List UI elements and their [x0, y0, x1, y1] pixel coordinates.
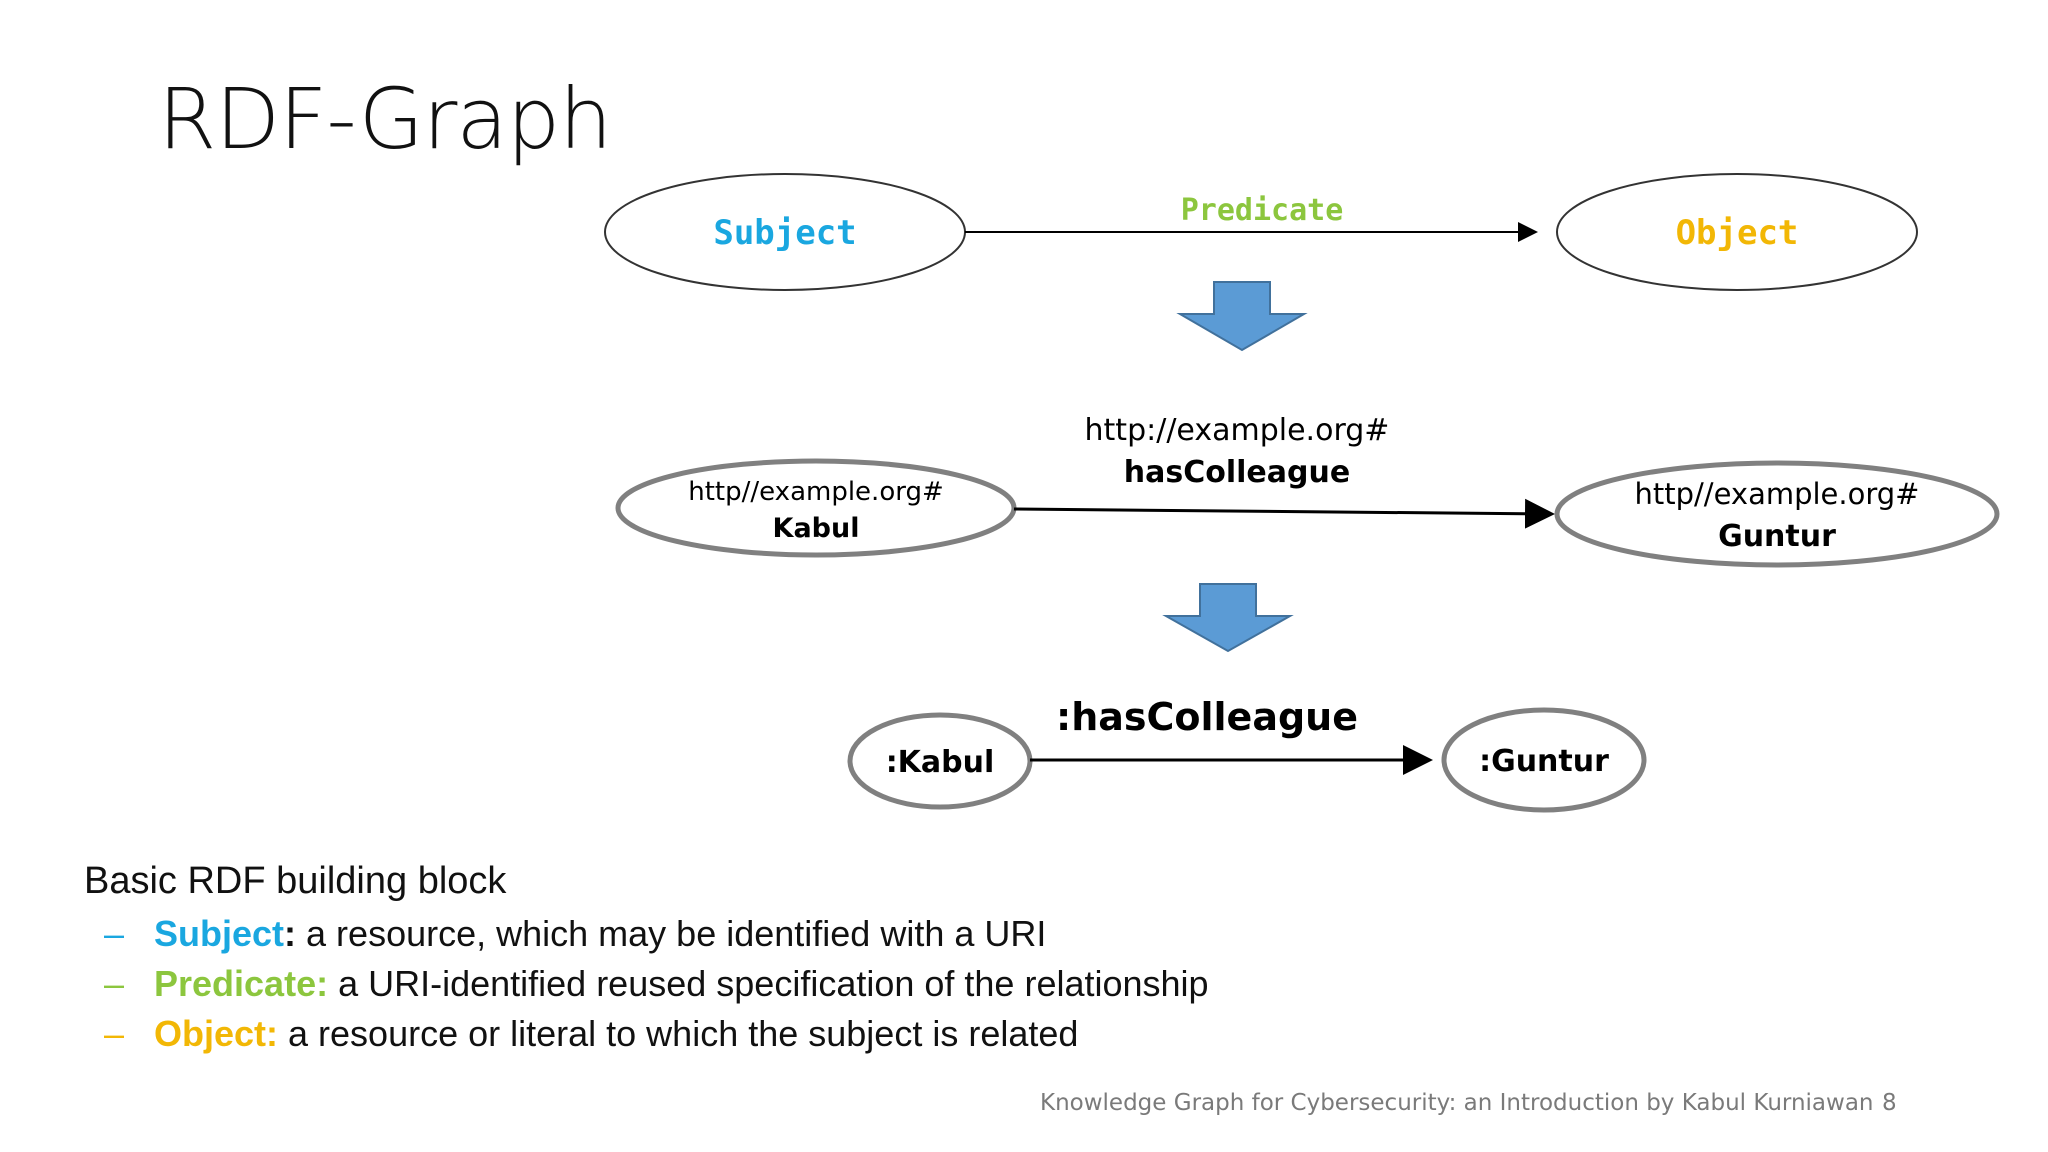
down-arrow-1 [1176, 281, 1308, 352]
list-dash: – [104, 1013, 125, 1054]
list-item-predicate: –Predicate: a URI-identified reused spec… [104, 959, 1209, 1009]
building-block-heading: Basic RDF building block [84, 860, 507, 902]
list-item-object: –Object: a resource or literal to which … [104, 1009, 1209, 1059]
kabul-prefixed-label: :Kabul [886, 745, 995, 780]
term-object: Object: [154, 1013, 279, 1054]
hascolleague-prefixed-label: :hasColleague [1056, 695, 1358, 739]
list-item-subject: –Subject: a resource, which may be ident… [104, 909, 1209, 959]
definition-subject: a resource, which may be identified with… [296, 913, 1047, 954]
kabul-uri-namespace: http//example.org# [688, 477, 944, 507]
kabul-uri-local: Kabul [773, 513, 860, 544]
hascolleague-uri-local: hasColleague [1124, 455, 1350, 490]
term-subject: Subject [154, 913, 285, 954]
guntur-prefixed-node [1441, 707, 1647, 813]
triple-prefixed: :Kabul :hasColleague :Guntur [847, 695, 1647, 813]
triple-generic: Subject Predicate Object [604, 173, 1918, 291]
slide-title: RDF-Graph [158, 70, 612, 168]
predicate-edge-label: Predicate [1181, 193, 1344, 228]
footer-text: Knowledge Graph for Cybersecurity: an In… [1040, 1090, 1874, 1116]
term-predicate: Predicate: [154, 963, 329, 1004]
hascolleague-uri-namespace: http://example.org# [1085, 413, 1390, 448]
building-block-section: Basic RDF building block –Subject: a res… [84, 860, 1209, 1059]
term-subject-colon: : [284, 913, 297, 954]
triple-uri: http//example.org# Kabul http://example.… [615, 413, 2000, 568]
kabul-uri-node [615, 458, 1017, 558]
guntur-uri-namespace: http//example.org# [1635, 477, 1920, 511]
list-dash: – [104, 963, 125, 1004]
definition-object: a resource or literal to which the subje… [278, 1013, 1079, 1054]
guntur-uri-local: Guntur [1718, 519, 1836, 554]
object-node [1556, 173, 1918, 291]
down-arrow-2 [1162, 583, 1294, 653]
building-block-list: –Subject: a resource, which may be ident… [84, 909, 1209, 1059]
list-dash: – [104, 913, 125, 954]
object-node-label: Object [1676, 213, 1799, 253]
guntur-uri-node [1554, 460, 2000, 568]
page-number: 8 [1882, 1090, 1897, 1116]
definition-predicate: a URI-identified reused specification of… [328, 963, 1209, 1004]
guntur-prefixed-label: :Guntur [1479, 744, 1609, 779]
hascolleague-uri-edge [1013, 498, 1555, 529]
subject-node-label: Subject [713, 213, 856, 253]
